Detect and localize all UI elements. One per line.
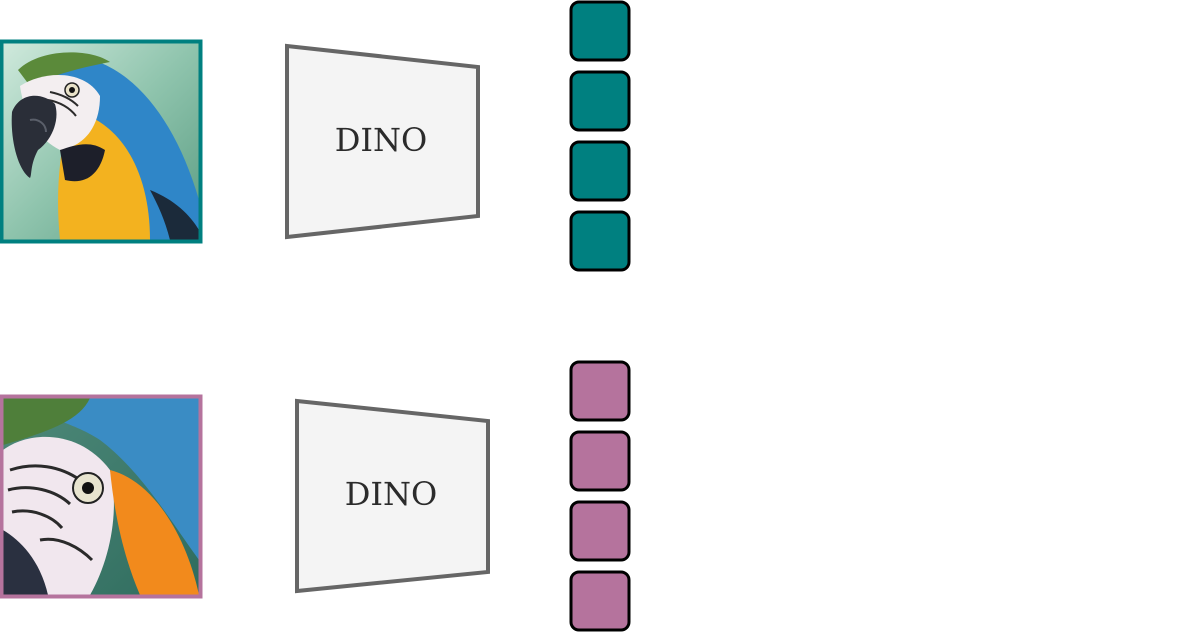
bottom-dino-encoder: DINO xyxy=(295,398,490,594)
top-token-1 xyxy=(569,0,631,62)
bottom-token-2 xyxy=(569,430,631,492)
bottom-parrot-image xyxy=(0,394,203,599)
bottom-token-3 xyxy=(569,500,631,562)
top-image-frame xyxy=(0,39,203,244)
top-token-3 xyxy=(569,140,631,202)
bottom-image-frame xyxy=(0,394,203,599)
bottom-token-1 xyxy=(569,360,631,422)
top-branch: DINO xyxy=(0,0,631,272)
top-parrot-image xyxy=(0,39,203,244)
bottom-branch: DINO xyxy=(0,360,631,632)
top-token-4 xyxy=(569,210,631,272)
bottom-token-4 xyxy=(569,570,631,632)
top-token-2 xyxy=(569,70,631,132)
bottom-token-stack xyxy=(569,360,631,632)
top-dino-encoder: DINO xyxy=(285,43,480,240)
bottom-encoder-label: DINO xyxy=(345,475,438,513)
top-encoder-label: DINO xyxy=(335,121,428,159)
top-token-stack xyxy=(569,0,631,272)
